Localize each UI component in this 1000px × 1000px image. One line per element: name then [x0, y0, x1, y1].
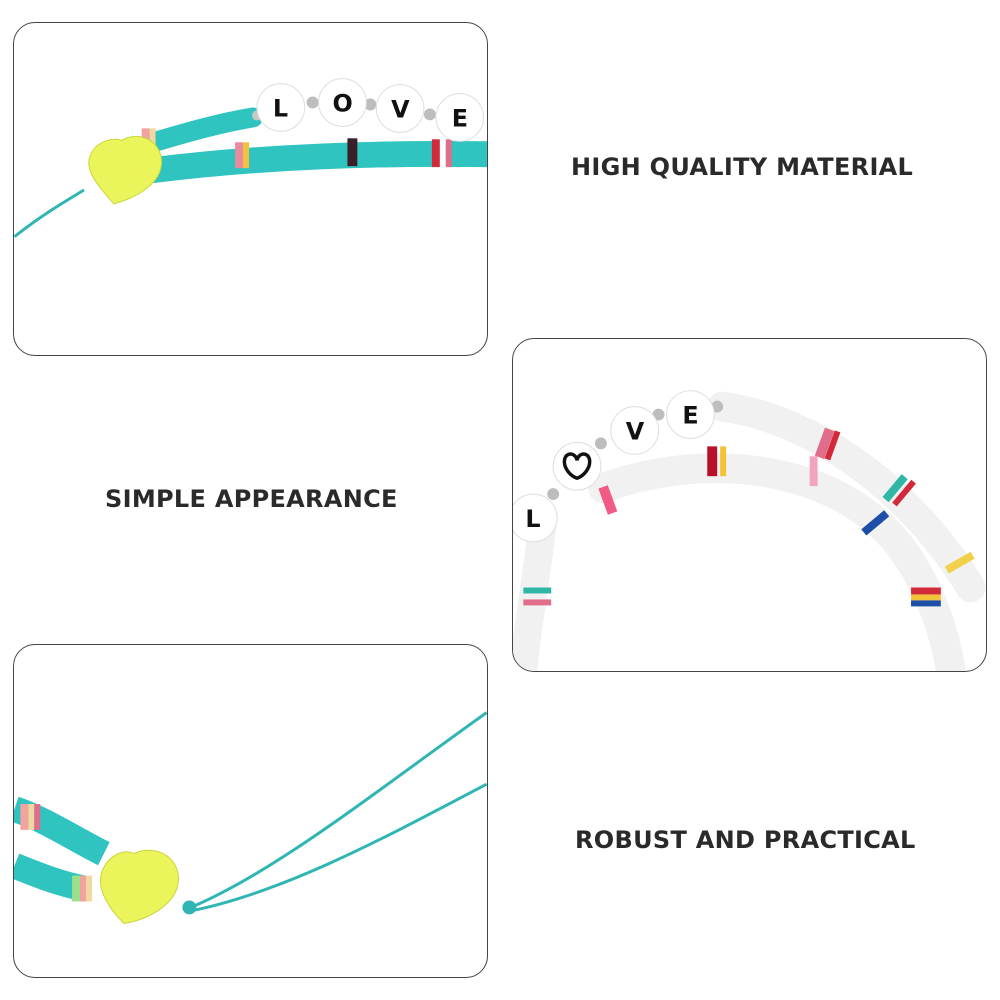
bead-letter-e: E [682, 401, 698, 429]
white-strap-illustration: E V L [513, 390, 986, 671]
heart-cord-illustration [14, 711, 487, 924]
product-photo-top-left: L O V E [13, 22, 488, 356]
bead-letter-l: L [273, 94, 288, 122]
product-photo-bottom-left [13, 644, 488, 978]
caption-high-quality: HIGH QUALITY MATERIAL [571, 153, 914, 181]
heart-letter-icon [562, 452, 592, 480]
bead-letter-o: O [333, 89, 353, 117]
caption-robust-practical: ROBUST AND PRACTICAL [575, 826, 916, 854]
product-photo-middle-right: E V L [512, 338, 987, 672]
bead-letter-l: L [525, 505, 540, 533]
bead-letter-e: E [452, 104, 468, 132]
turquoise-strap-illustration: L O V E [14, 78, 487, 238]
heart-bead-icon [100, 849, 179, 924]
bead-letter-v: V [626, 417, 645, 445]
bead-letter-v: V [391, 95, 410, 123]
caption-simple-appearance: SIMPLE APPEARANCE [105, 485, 398, 513]
heart-bead-icon [88, 136, 163, 205]
